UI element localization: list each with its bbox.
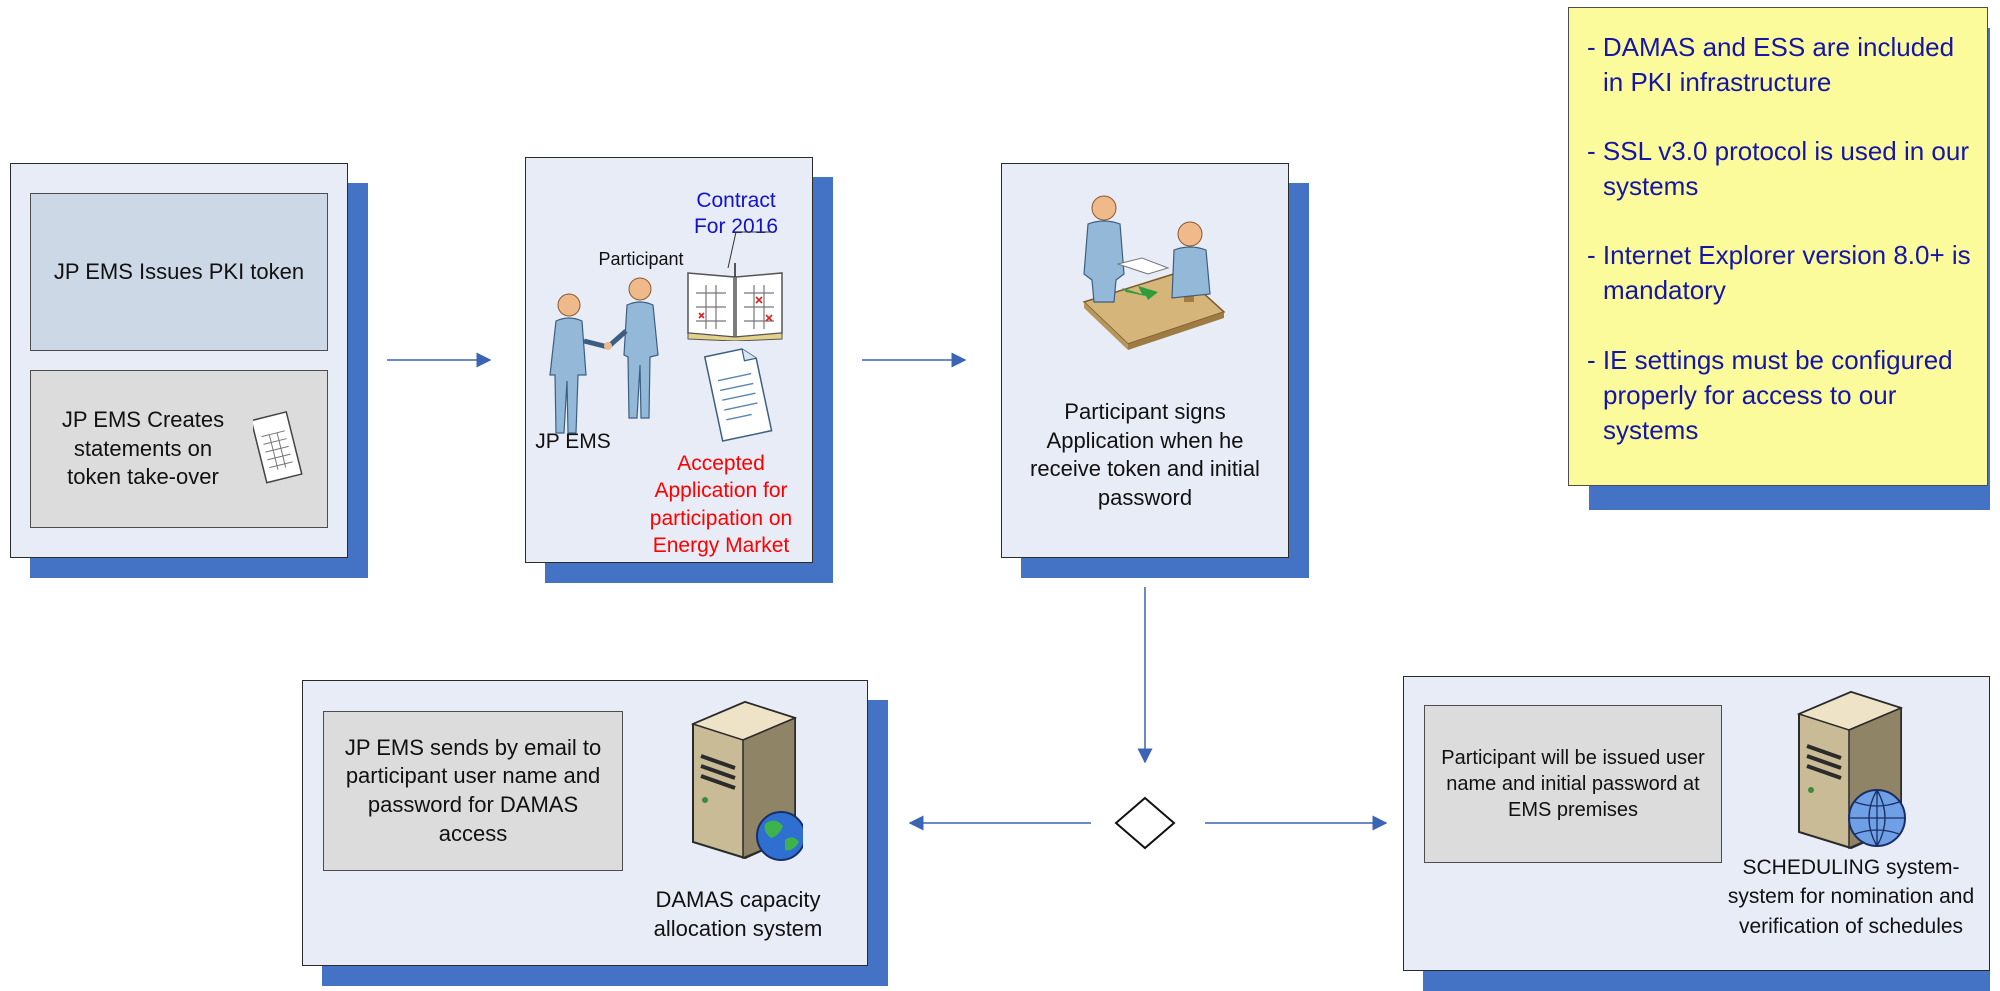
token-statements-box: JP EMS Creates statements on token take-… — [30, 370, 328, 528]
damas-email-text: JP EMS sends by email to participant use… — [344, 734, 602, 846]
note-ssl: - SSL v3.0 protocol is used in our syste… — [1587, 136, 1970, 202]
damas-panel: JP EMS sends by email to participant use… — [302, 680, 868, 966]
damas-email-box: JP EMS sends by email to participant use… — [323, 711, 623, 871]
jp-ems-label: JP EMS — [535, 430, 611, 453]
pki-token-box: JP EMS Issues PKI token — [30, 193, 328, 351]
step1-panel: JP EMS Issues PKI token JP EMS Creates s… — [10, 163, 348, 558]
handshake-people-icon — [549, 277, 659, 434]
accepted-application-text: Accepted Application for participation o… — [649, 452, 793, 557]
application-document-icon — [703, 348, 773, 442]
note-pki: - DAMAS and ESS are included in PKI infr… — [1587, 32, 1955, 98]
document-table-icon — [253, 410, 303, 484]
damas-system-label: DAMAS capacity allocation system — [653, 887, 823, 941]
scheduling-issued-box: Participant will be issued user name and… — [1424, 705, 1722, 863]
pki-token-text: JP EMS Issues PKI token — [53, 258, 305, 284]
scheduling-system-label: SCHEDULING system-system for nomination … — [1727, 856, 1975, 938]
scheduling-panel: Participant will be issued user name and… — [1403, 676, 1990, 971]
signing-meeting-icon — [1082, 195, 1226, 350]
step3-caption: Participant signs Application when he re… — [1030, 399, 1260, 510]
contract-label-line1: Contract — [696, 189, 776, 212]
step2-panel: Contract For 2016 Participant JP EMS Acc… — [525, 157, 813, 563]
note-ie-version: - Internet Explorer version 8.0+ is mand… — [1587, 240, 1971, 306]
damas-server-icon — [690, 700, 803, 861]
scheduling-server-icon — [1796, 690, 1906, 850]
participant-label: Participant — [598, 249, 684, 269]
connector-line — [727, 231, 774, 269]
scheduling-issued-text: Participant will be issued user name and… — [1441, 747, 1705, 821]
decision-diamond — [1114, 796, 1176, 850]
contract-book-icon — [687, 263, 783, 341]
notes-panel: - DAMAS and ESS are included in PKI infr… — [1568, 7, 1988, 486]
note-ie-settings: - IE settings must be configured properl… — [1587, 344, 1953, 445]
step3-panel: Participant signs Application when he re… — [1001, 163, 1289, 558]
token-statements-text: JP EMS Creates statements on token take-… — [61, 407, 225, 490]
